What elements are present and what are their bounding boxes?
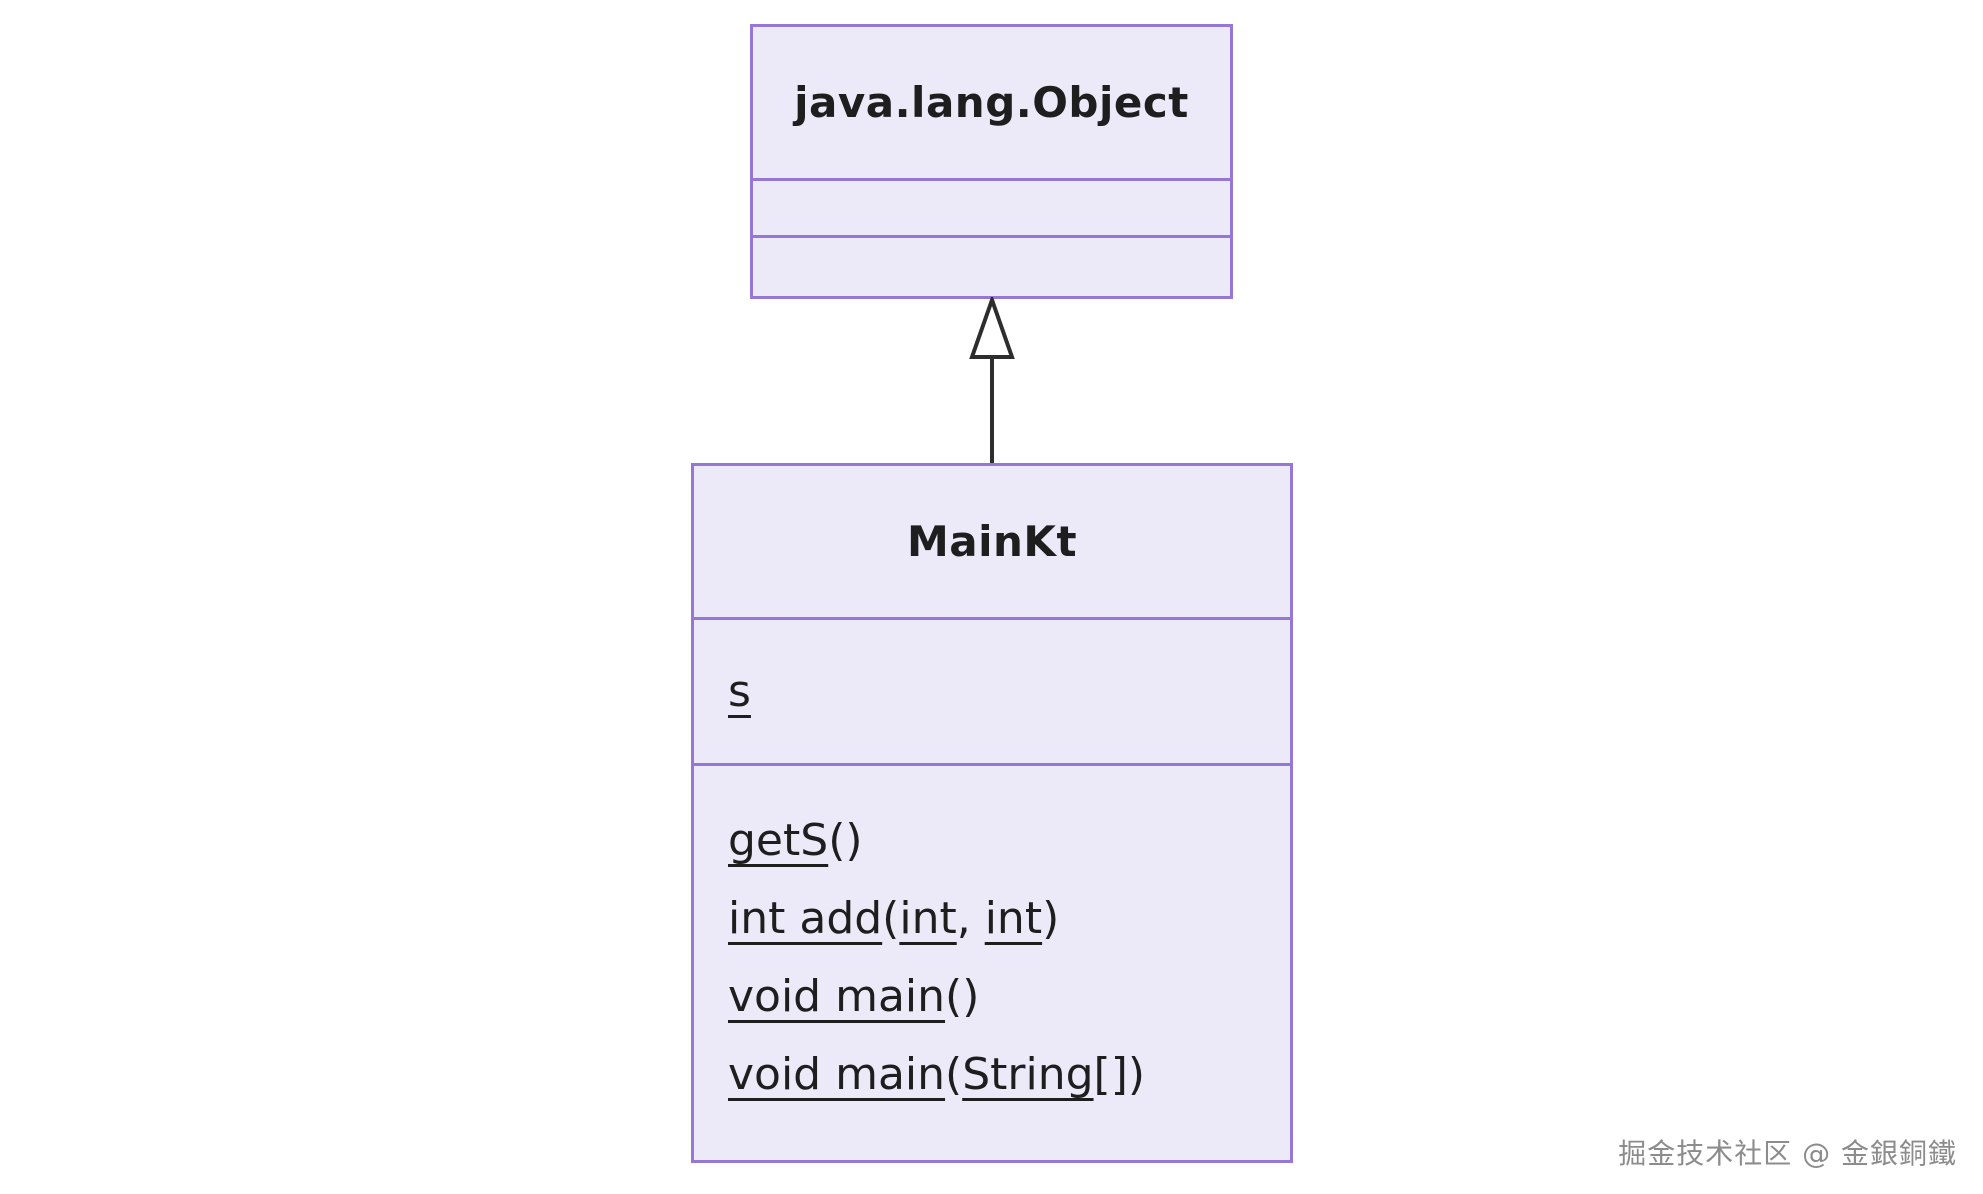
- member-signature: getS(): [728, 815, 863, 866]
- hollow-triangle-arrowhead-icon: [969, 297, 1015, 359]
- watermark-text: 掘金技术社区 @ 金銀銅鐵: [1618, 1137, 1957, 1170]
- methods-compartment-java-lang-object: [753, 238, 1230, 296]
- member-signature: void main(String[]): [728, 1049, 1146, 1100]
- mainkt-attributes: s: [694, 620, 1290, 766]
- attributes-compartment-java-lang-object: [753, 181, 1230, 238]
- inheritance-arrow: [969, 297, 1015, 463]
- mainkt-methods: getS() int add(int, int) void main() void m…: [694, 766, 1290, 1160]
- class-box-mainkt: MainKt s getS() int add(int, int) void mai…: [691, 463, 1293, 1163]
- class-title-java-lang-object: java.lang.Object: [753, 27, 1230, 181]
- member-signature: int add(int, int): [728, 893, 1060, 944]
- class-title-mainkt: MainKt: [694, 466, 1290, 620]
- member-signature: s: [728, 665, 751, 717]
- class-box-java-lang-object: java.lang.Object: [750, 24, 1233, 299]
- member-signature: void main(): [728, 971, 980, 1022]
